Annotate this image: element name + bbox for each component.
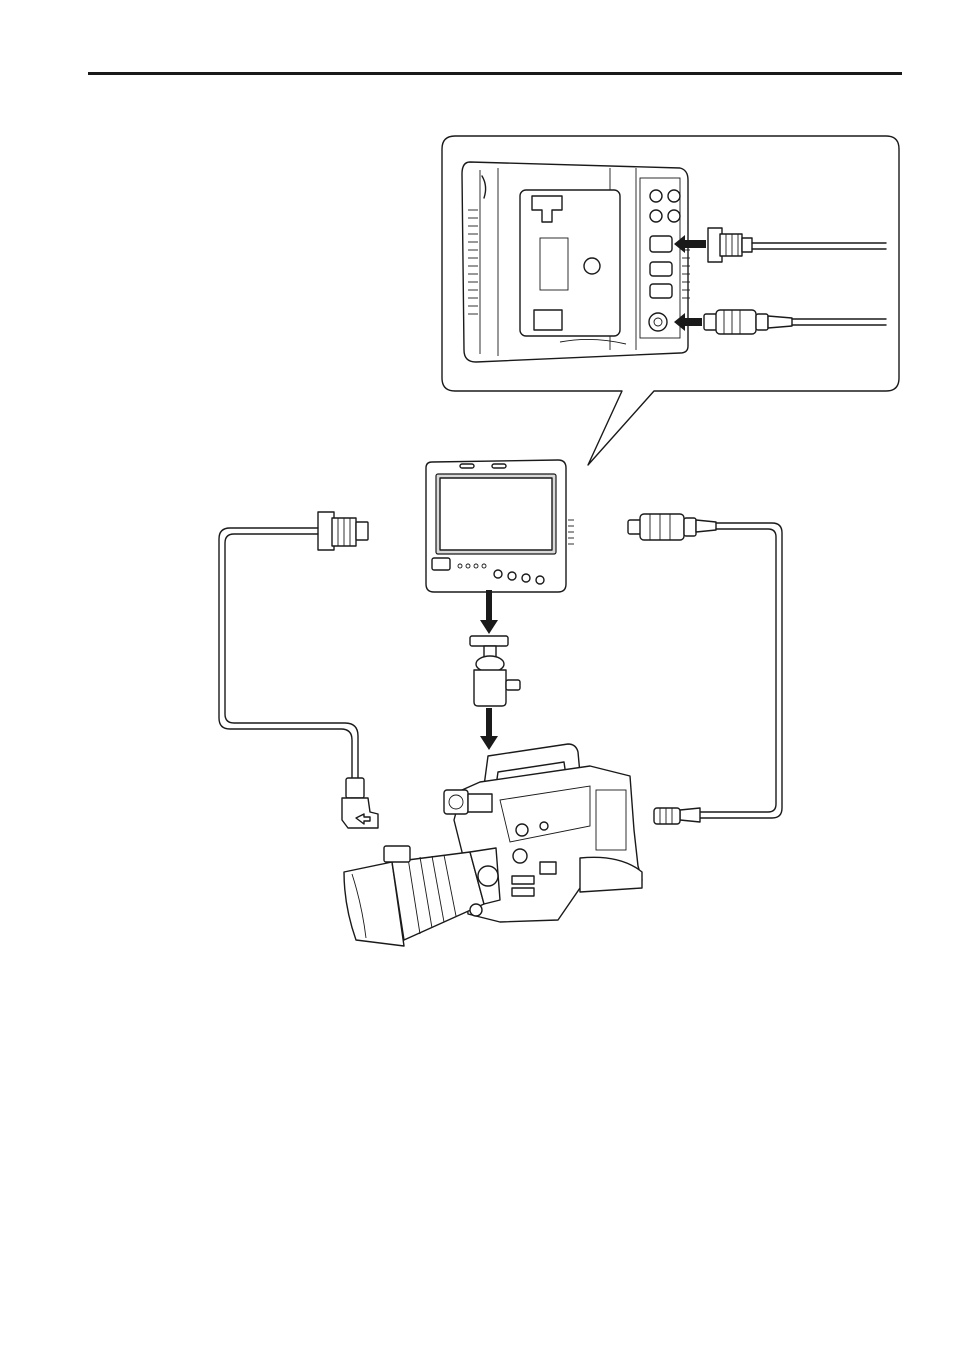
d-sub-plug-rear <box>708 228 886 262</box>
ball-head-mount <box>470 636 520 706</box>
d-sub-cable <box>219 512 378 828</box>
monitor-rear-housing <box>462 162 690 362</box>
monitor-rear-callout <box>442 136 899 465</box>
power-plug-rear <box>704 310 886 334</box>
camera-with-lens <box>344 744 642 946</box>
power-cable <box>628 514 782 824</box>
monitor-front <box>426 460 574 592</box>
header-rule <box>88 72 902 75</box>
down-arrow-icon <box>480 590 498 634</box>
down-arrow-icon <box>480 708 498 750</box>
